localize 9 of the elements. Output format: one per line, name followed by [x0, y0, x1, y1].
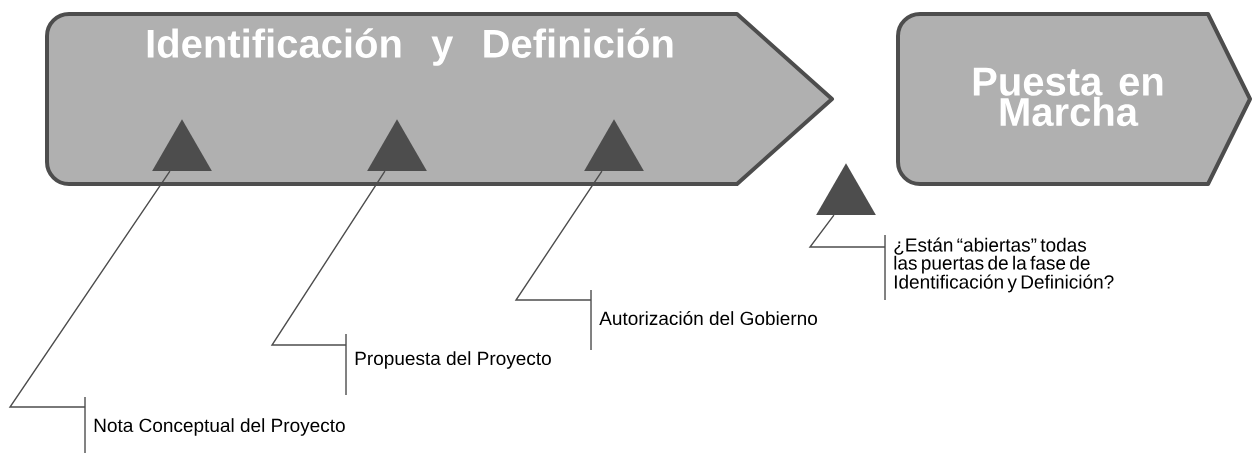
annotation-text: Propuesta del Proyecto [355, 351, 551, 369]
annotation-text: Autorización del Gobierno [599, 310, 817, 326]
gate-triangle [816, 163, 876, 215]
gate-triangle [367, 119, 427, 171]
annotation-text: Nota Conceptual del Proyecto [94, 418, 345, 436]
gate-triangle [152, 119, 212, 171]
leader-line [808, 214, 886, 301]
annotation-text: ¿Están “abiertas” todas las puertas de la fase de Identificación y Definición? [894, 237, 1114, 293]
gate-triangle [584, 119, 644, 171]
